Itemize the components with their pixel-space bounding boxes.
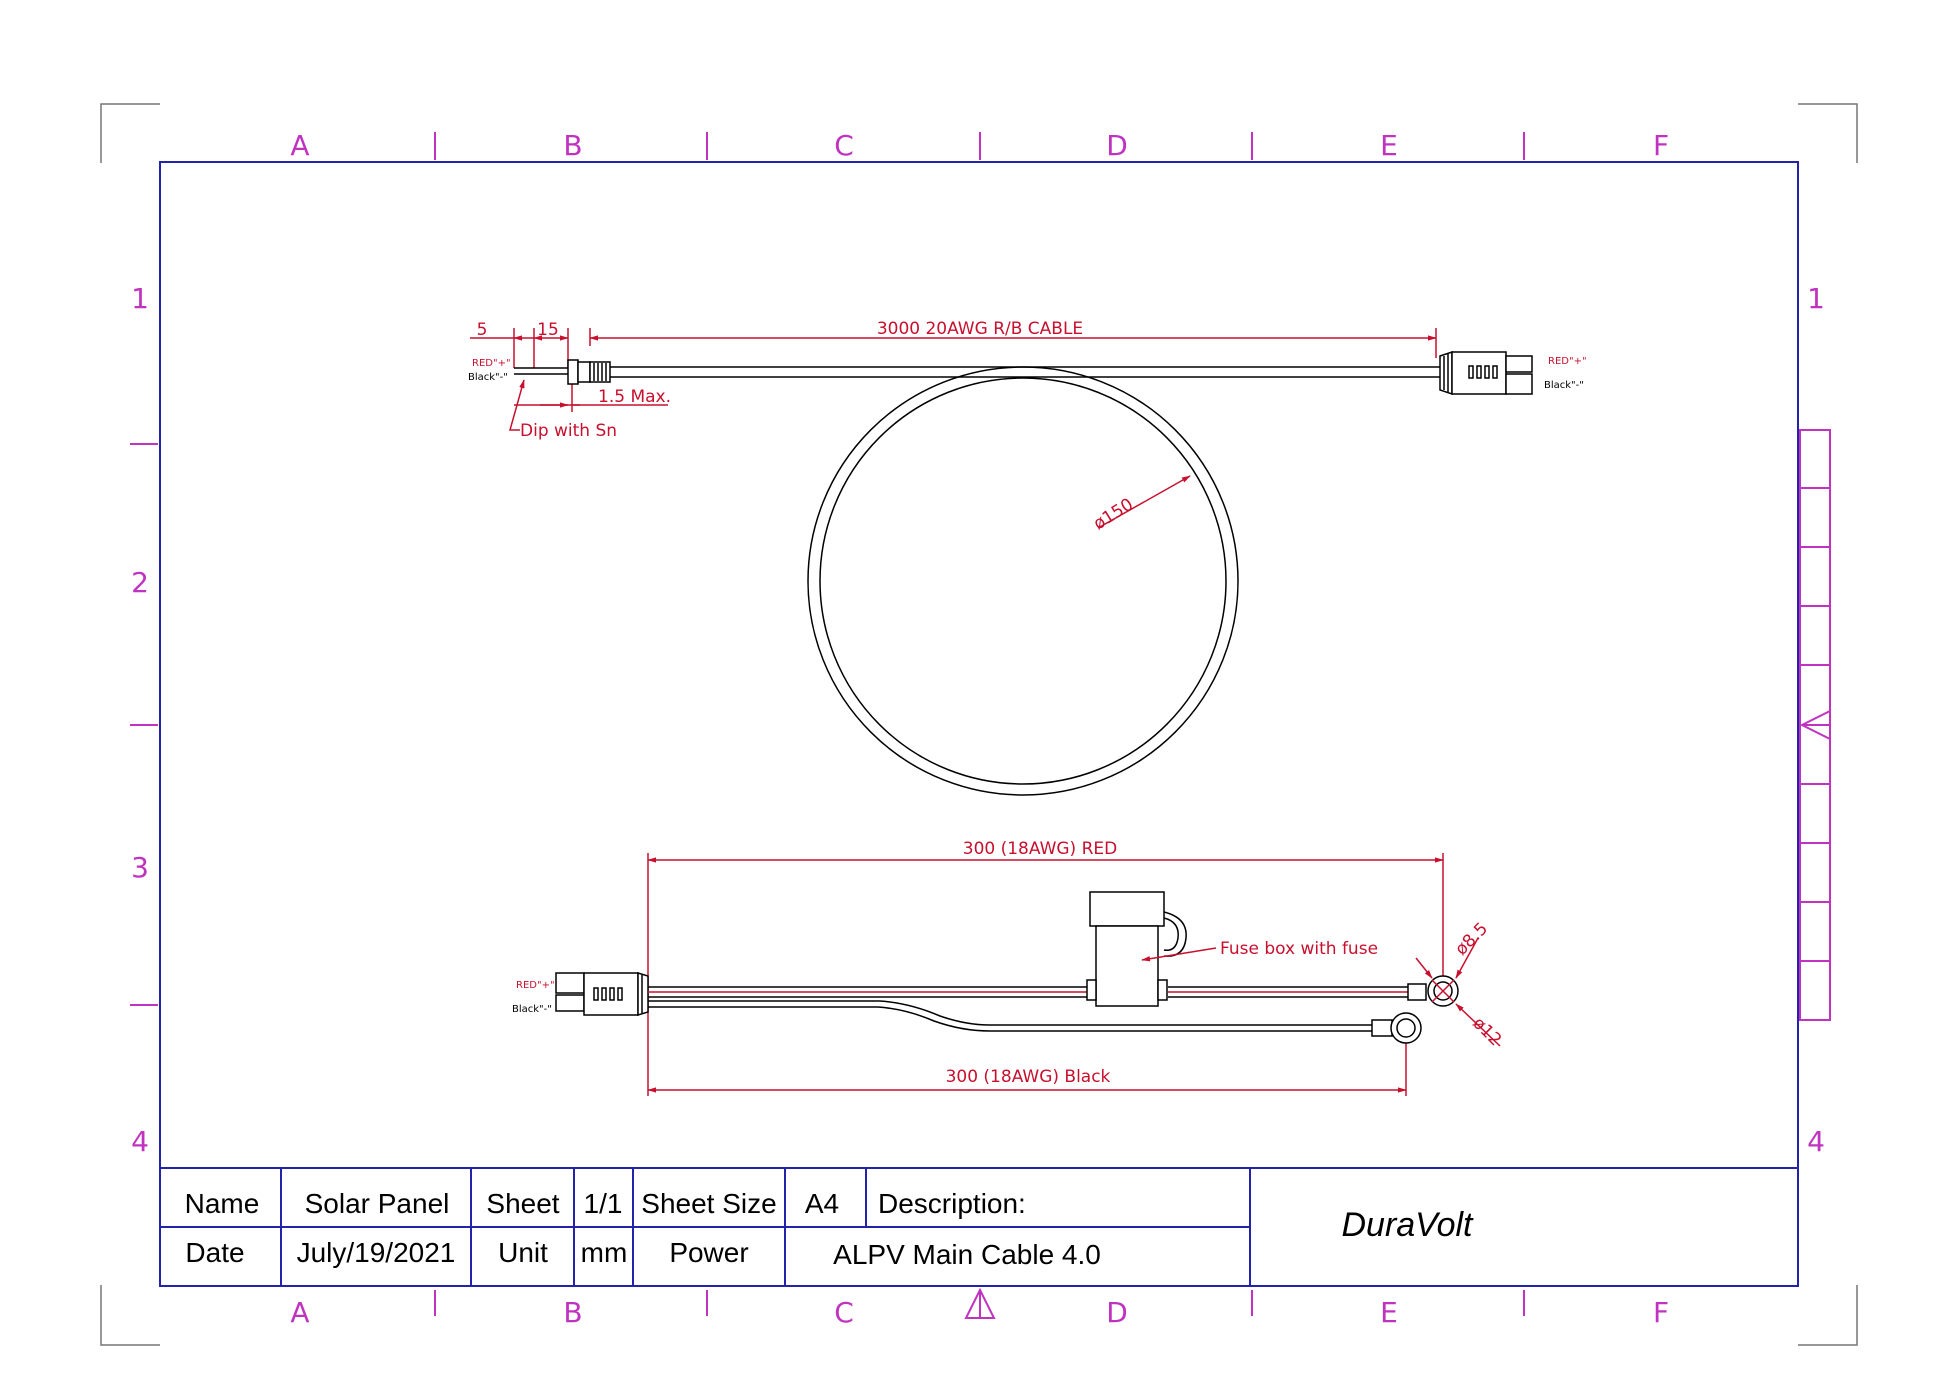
- center-triangle-icon: [964, 1287, 996, 1319]
- zone-col-a-bottom: A: [290, 1296, 309, 1329]
- zone-col-b-bottom: B: [563, 1296, 582, 1329]
- black-lead-label: 300 (18AWG) Black: [946, 1067, 1111, 1087]
- zone-col-f-bottom: F: [1653, 1296, 1669, 1329]
- brand-name: DuraVolt: [1341, 1206, 1474, 1244]
- tb-name-value: Solar Panel: [305, 1188, 450, 1219]
- zone-col-d: D: [1106, 129, 1128, 162]
- zone-col-c: C: [834, 129, 854, 162]
- right-red-polarity: RED"+": [1548, 356, 1587, 367]
- tb-date-value: July/19/2021: [297, 1237, 456, 1268]
- zone-rows-right: 1 4: [1799, 282, 1831, 1158]
- ring-terminal-black: [1371, 1012, 1422, 1044]
- tb-description-label: Description:: [878, 1188, 1026, 1219]
- zone-columns-top: A B C D E F: [290, 129, 1669, 162]
- zone-row-1: 1: [131, 282, 149, 315]
- dim-max-protrusion: 1.5 Max.: [598, 387, 671, 407]
- coil-diameter-label: ø150: [1090, 495, 1137, 535]
- zone-row-1-right: 1: [1807, 282, 1825, 315]
- tb-unit-label: Unit: [498, 1237, 548, 1268]
- zone-col-e: E: [1380, 129, 1398, 162]
- zone-row-2: 2: [131, 566, 149, 599]
- title-block: Name Solar Panel Sheet 1/1 Sheet Size A4…: [160, 1167, 1798, 1286]
- tb-size-label: Sheet Size: [641, 1188, 776, 1219]
- red-lead-label: 300 (18AWG) RED: [963, 839, 1117, 859]
- fuse-harness-drawing: 300 (18AWG) RED 300 (18AWG) Black RED"+"…: [512, 839, 1505, 1096]
- main-cable-label: 3000 20AWG R/B CABLE: [877, 319, 1083, 339]
- tb-sheet-value: 1/1: [584, 1188, 623, 1219]
- zone-row-4-right: 4: [1807, 1125, 1825, 1158]
- left-red-polarity: RED"+": [472, 358, 511, 369]
- dip-note: Dip with Sn: [520, 421, 617, 441]
- dim-sleeve-length: 15: [537, 320, 559, 340]
- zone-col-a: A: [290, 129, 309, 162]
- zone-col-b: B: [563, 129, 582, 162]
- tb-name-label: Name: [185, 1188, 260, 1219]
- side-triangle-icon: [1799, 709, 1831, 741]
- sae-connector-left: [555, 971, 649, 1017]
- drawing-border: [159, 161, 1799, 1287]
- fuse-box-icon: [1086, 891, 1187, 1007]
- fuse-box-note: Fuse box with fuse: [1220, 939, 1378, 959]
- crop-marks: [100, 103, 1858, 1346]
- sae-connector-right: [1439, 350, 1533, 396]
- tb-size-value: A4: [805, 1188, 839, 1219]
- tb-sheet-label: Sheet: [486, 1188, 559, 1219]
- tb-unit-value: mm: [581, 1237, 628, 1268]
- zone-col-f: F: [1653, 129, 1669, 162]
- zone-columns-bottom: A B C D E F: [290, 1287, 1669, 1329]
- harness-black-polarity: Black"-": [512, 1004, 552, 1015]
- zone-row-3: 3: [131, 851, 149, 884]
- zone-rows-left: 1 2 3 4: [130, 282, 158, 1158]
- tb-type-value: Power: [669, 1237, 748, 1268]
- tb-description-value: ALPV Main Cable 4.0: [833, 1239, 1101, 1270]
- zone-row-4: 4: [131, 1125, 149, 1158]
- main-cable-drawing: 5 15 3000 20AWG R/B CABLE 1.5 Max. Dip w…: [468, 319, 1587, 796]
- cable-coil: [807, 366, 1239, 796]
- ring-large-diameter: ø8.5: [1451, 919, 1492, 960]
- zone-col-e-bottom: E: [1380, 1296, 1398, 1329]
- ring-small-diameter: ø12: [1468, 1013, 1505, 1050]
- right-black-polarity: Black"-": [1544, 380, 1584, 391]
- left-black-polarity: Black"-": [468, 372, 508, 383]
- harness-red-polarity: RED"+": [516, 980, 555, 991]
- zone-col-d-bottom: D: [1106, 1296, 1128, 1329]
- dim-strip-length: 5: [477, 320, 488, 340]
- tb-date-label: Date: [185, 1237, 244, 1268]
- zone-col-c-bottom: C: [834, 1296, 854, 1329]
